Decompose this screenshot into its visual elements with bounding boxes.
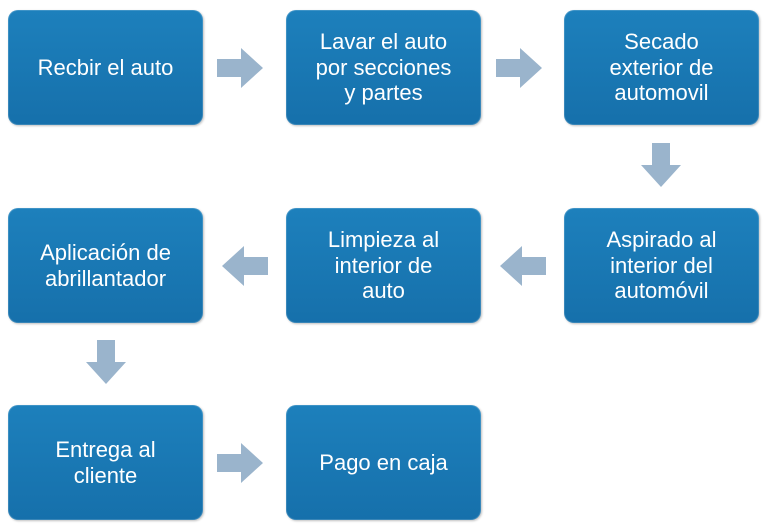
arrow-left-icon	[222, 246, 268, 286]
step-lavar-auto: Lavar el auto por secciones y partes	[286, 10, 481, 125]
step-recibir-auto: Recbir el auto	[8, 10, 203, 125]
arrow-right-icon	[217, 443, 263, 483]
arrow-down-icon	[86, 340, 126, 384]
step-aspirado-interior: Aspirado al interior del automóvil	[564, 208, 759, 323]
arrow-down-icon	[641, 143, 681, 187]
step-entrega-cliente: Entrega al cliente	[8, 405, 203, 520]
arrow-right-icon	[217, 48, 263, 88]
step-aplicacion-abrillantador: Aplicación de abrillantador	[8, 208, 203, 323]
arrow-right-icon	[496, 48, 542, 88]
step-pago-caja: Pago en caja	[286, 405, 481, 520]
step-secado-exterior: Secado exterior de automovil	[564, 10, 759, 125]
step-limpieza-interior: Limpieza al interior de auto	[286, 208, 481, 323]
arrow-left-icon	[500, 246, 546, 286]
